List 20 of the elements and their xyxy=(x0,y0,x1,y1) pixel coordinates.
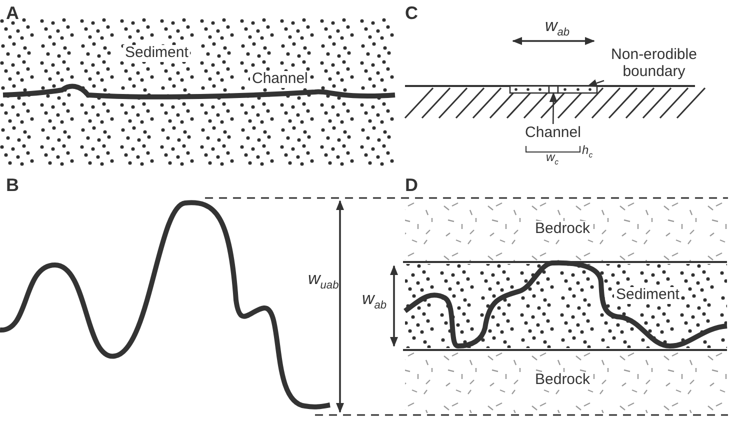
variable-label: w$_{c}$ xyxy=(545,151,560,167)
variable-label: w$_{ab}$ xyxy=(544,17,571,39)
panel-letter: C xyxy=(404,4,419,24)
leader-line xyxy=(549,92,558,124)
panel-letter: B xyxy=(5,176,20,196)
panel-letter: A xyxy=(5,4,20,24)
boundary-strip xyxy=(557,85,598,94)
variable-label: w$_{uab}$ xyxy=(307,270,340,292)
panel-letter: D xyxy=(404,176,419,196)
region-label: Bedrock xyxy=(533,372,592,388)
variable-label: h$_{c}$ xyxy=(581,144,594,160)
variable-label: w$_{ab}$ xyxy=(361,290,388,312)
callout-label: Channel xyxy=(522,124,584,142)
region-label: Sediment xyxy=(123,45,190,62)
leader-line xyxy=(587,79,604,87)
region-label: Bedrock xyxy=(533,221,592,238)
region-label: Sediment xyxy=(614,287,682,304)
region-label: Channel xyxy=(250,71,310,88)
boundary-strip xyxy=(548,85,559,94)
callout-label: Non-erodible boundary xyxy=(604,46,704,80)
